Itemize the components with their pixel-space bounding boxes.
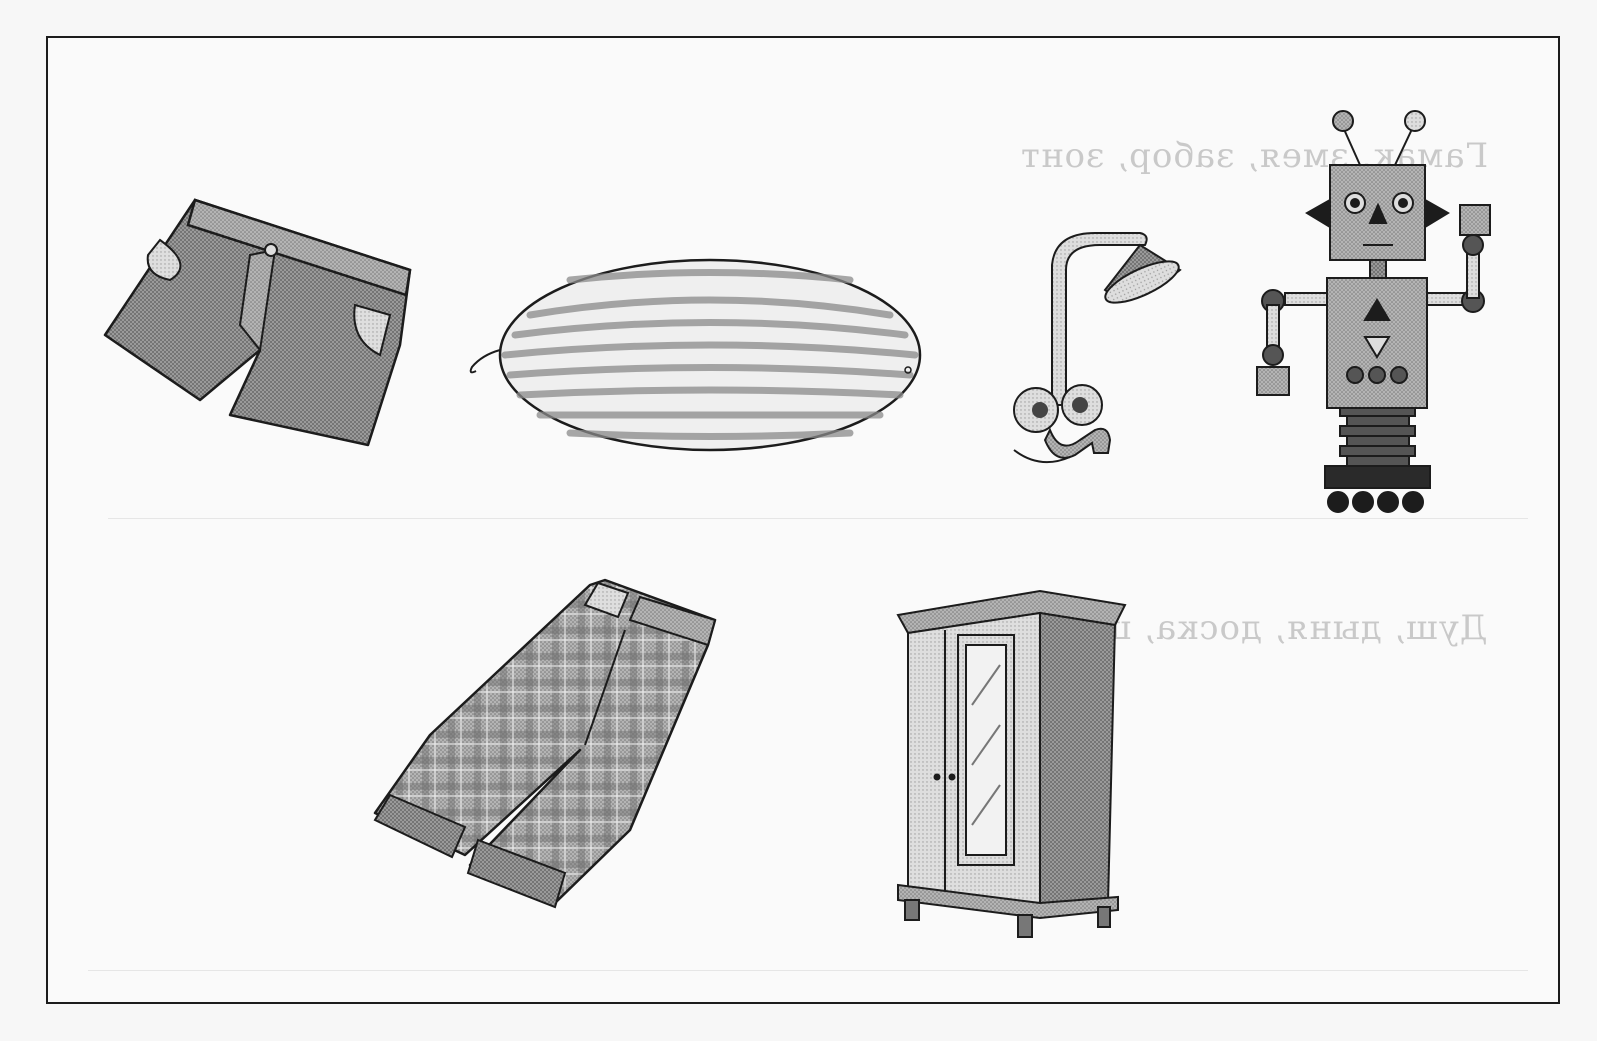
wardrobe-icon: [896, 589, 1127, 938]
melon-icon: [469, 258, 922, 452]
shower-icon: [1013, 232, 1182, 464]
worksheet-frame: Гамак, змея, забор, зонт Душ, дыня, доск…: [46, 36, 1560, 1004]
ghost-divider-bottom: [88, 970, 1528, 971]
trousers-icon: [373, 578, 717, 909]
shorts-icon: [103, 198, 412, 447]
ghost-divider-top: [108, 518, 1528, 519]
robot-icon: [1256, 110, 1491, 513]
